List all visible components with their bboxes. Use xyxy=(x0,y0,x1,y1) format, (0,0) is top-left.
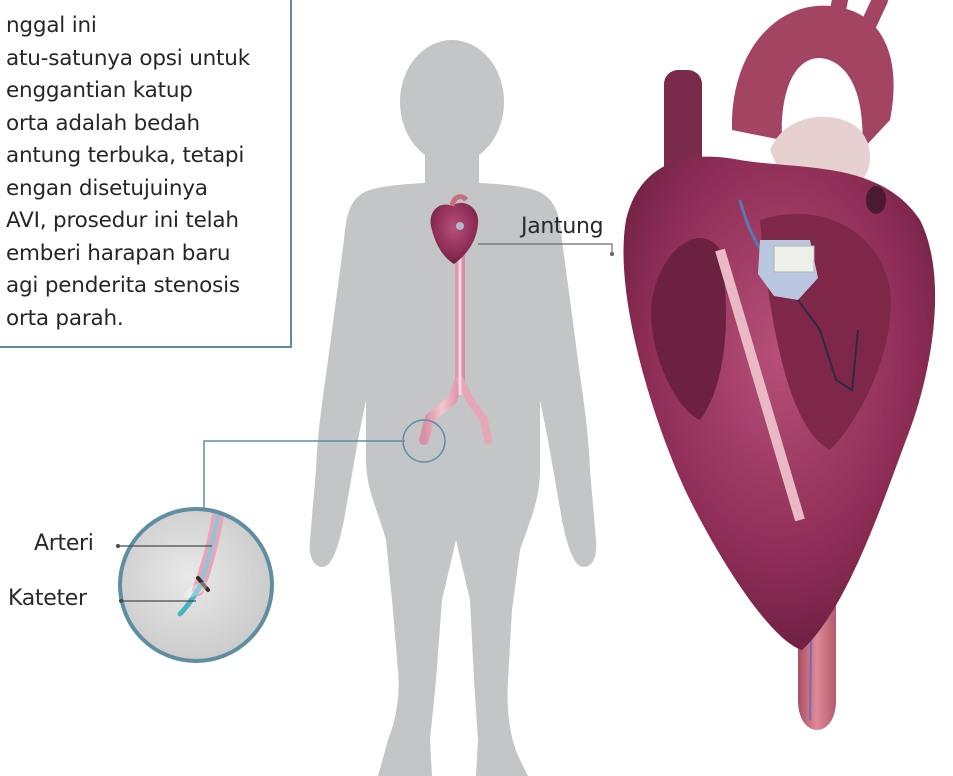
body-silhouette xyxy=(310,40,597,776)
zoom-circle xyxy=(120,505,272,661)
large-heart xyxy=(623,0,935,730)
artery-label: Arteri xyxy=(34,531,94,556)
heart-label: Jantung xyxy=(521,214,603,239)
catheter-label: Kateter xyxy=(8,586,87,611)
